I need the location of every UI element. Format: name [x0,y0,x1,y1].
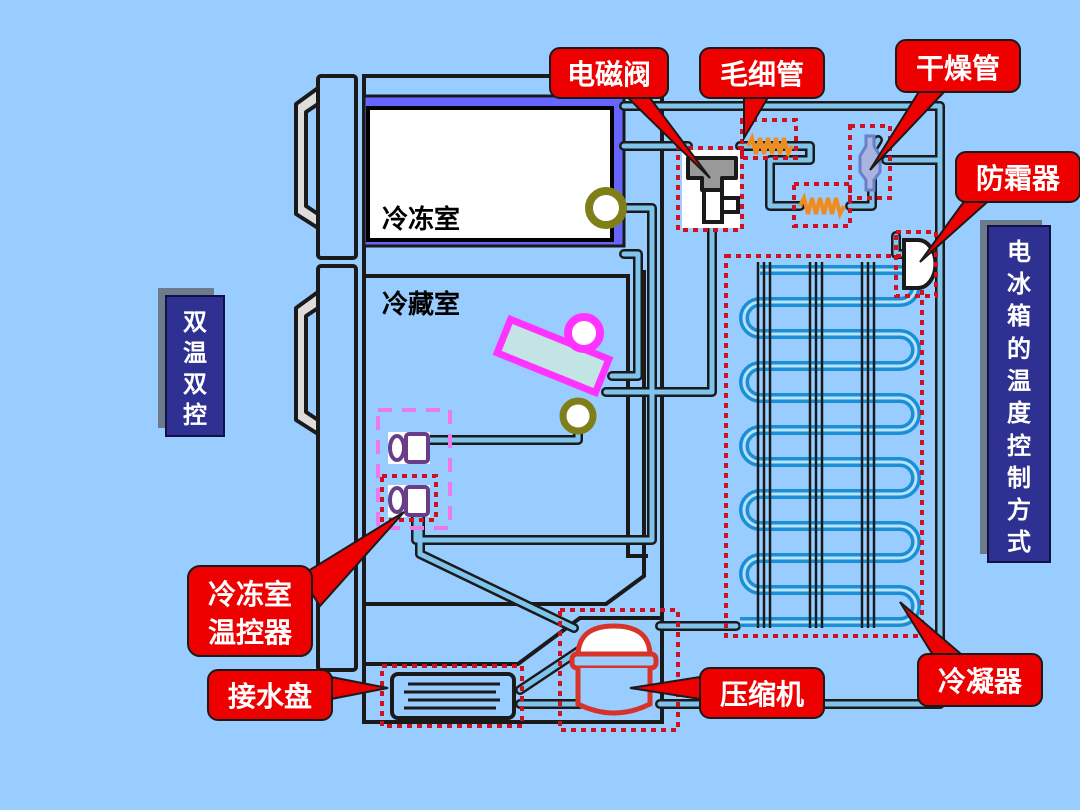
fridge-thermostat-icon [492,313,614,398]
side-label-left-char: 控 [183,401,207,429]
side-label-right-char: 箱 [1007,302,1031,330]
fridge-thermostat-knob-icon [388,432,430,464]
side-label-right-char: 电 [1007,238,1031,266]
callout-label: 温控器 [208,616,293,649]
condenser-coil [724,254,924,638]
side-label-left-char: 温 [183,339,207,367]
callout-drip-tray: 接水盘 [207,669,389,721]
callout-capillary-tube: 毛细管 [699,47,825,142]
callout-condenser: 冷凝器 [899,601,1043,707]
side-label-right-char: 制 [1007,464,1031,492]
side-label-right-char: 方 [1007,496,1031,524]
callout-label: 毛细管 [720,58,804,91]
temperature-control-method-label: 电 冰 箱 的 温 度 控 制 方 式 [980,220,1051,563]
callout-label: 压缩机 [720,678,804,711]
callout-label: 冷凝器 [938,665,1023,698]
upper-door-handle-icon [294,86,320,230]
side-label-right-char: 温 [1007,367,1031,395]
callout-freezer-thermostat: 冷冻室 温控器 [187,511,405,657]
dual-temp-dual-control-label: 双 温 双 控 [158,288,225,437]
callout-solenoid-valve: 电磁阀 [549,47,711,179]
freezer-label: 冷冻室 [382,204,460,235]
side-label-right-char: 控 [1007,432,1031,460]
callout-label: 冷冻室 [208,578,292,611]
thermostat-group [376,408,452,530]
side-label-right-char: 的 [1007,335,1031,363]
fridge-sensor-icon [559,397,597,435]
callout-anti-frost: 防霜器 [919,151,1080,263]
callout-label: 电磁阀 [567,58,651,91]
side-label-right-char: 式 [1007,528,1031,556]
freezer-thermostat-knob-icon [388,485,430,517]
callout-label: 防霜器 [976,162,1061,195]
side-label-right-char: 冰 [1007,270,1032,298]
side-label-left-char: 双 [183,308,207,336]
upper-door [316,74,358,260]
callout-drier-filter: 干燥管 [869,39,1021,171]
capillary-tube-icon [740,118,852,228]
lower-door [316,264,358,672]
fridge-compartment [364,274,648,558]
callout-label: 接水盘 [228,680,312,713]
callout-compressor: 压缩机 [629,667,825,719]
side-label-left-char: 双 [183,370,207,398]
drip-tray-icon [380,664,524,728]
compressor-icon [558,608,680,732]
fridge-label: 冷藏室 [382,289,460,320]
drier-filter-icon [848,124,892,200]
solenoid-valve-icon [676,146,744,232]
side-label-right-char: 度 [1007,399,1032,427]
freezer-sensor-icon [585,187,627,229]
lower-door-handle-icon [294,290,320,436]
callout-label: 干燥管 [916,52,1000,85]
anti-frost-icon [894,230,938,298]
